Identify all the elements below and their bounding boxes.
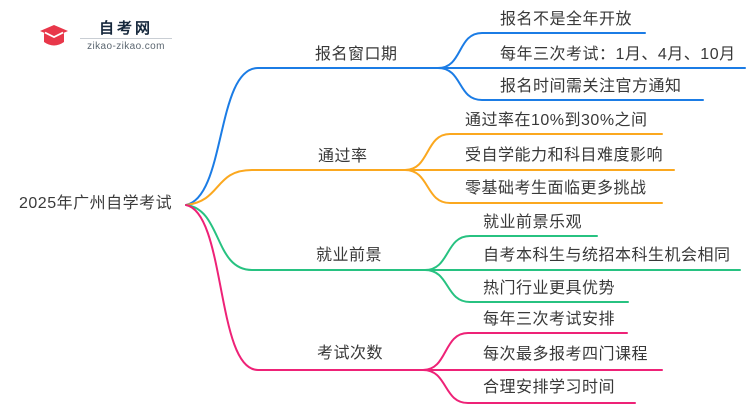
- logo-title: 自考网: [98, 20, 153, 37]
- branch-label-pass-rate[interactable]: 通过率: [318, 148, 368, 165]
- logo-divider: [80, 38, 172, 39]
- leaf-zero-basis-challenge[interactable]: 零基础考生面临更多挑战: [465, 180, 647, 197]
- leaf-optimistic-outlook[interactable]: 就业前景乐观: [483, 214, 583, 231]
- leaf-max-four-courses[interactable]: 每次最多报考四门课程: [483, 346, 649, 363]
- graduation-cap-icon: [35, 18, 73, 54]
- branch-lines-exam-times: [185, 204, 663, 404]
- leaf-pass-rate-range[interactable]: 通过率在10%到30%之间: [465, 112, 648, 129]
- logo-text: 自考网 zikao-zikao.com: [80, 20, 172, 52]
- leaf-three-exam-schedule[interactable]: 每年三次考试安排: [483, 311, 616, 328]
- leaf-watch-official-notice[interactable]: 报名时间需关注官方通知: [500, 78, 682, 95]
- branch-label-employment[interactable]: 就业前景: [316, 247, 383, 264]
- leaf-equal-opportunity[interactable]: 自考本科生与统招本科生机会相同: [483, 247, 731, 264]
- leaf-three-exams-months[interactable]: 每年三次考试：1月、4月、10月: [500, 46, 736, 63]
- leaf-hot-industry-advantage[interactable]: 热门行业更具优势: [483, 280, 616, 297]
- branch-label-registration-window[interactable]: 报名窗口期: [315, 46, 398, 63]
- root-node[interactable]: 2025年广州自学考试: [19, 195, 173, 212]
- branch-label-exam-times[interactable]: 考试次数: [317, 345, 384, 362]
- leaf-plan-study-time[interactable]: 合理安排学习时间: [483, 379, 616, 396]
- site-logo[interactable]: 自考网 zikao-zikao.com: [35, 16, 172, 56]
- leaf-registration-not-year-round[interactable]: 报名不是全年开放: [500, 11, 633, 28]
- leaf-ability-difficulty[interactable]: 受自学能力和科目难度影响: [465, 147, 664, 164]
- logo-domain: zikao-zikao.com: [87, 41, 165, 52]
